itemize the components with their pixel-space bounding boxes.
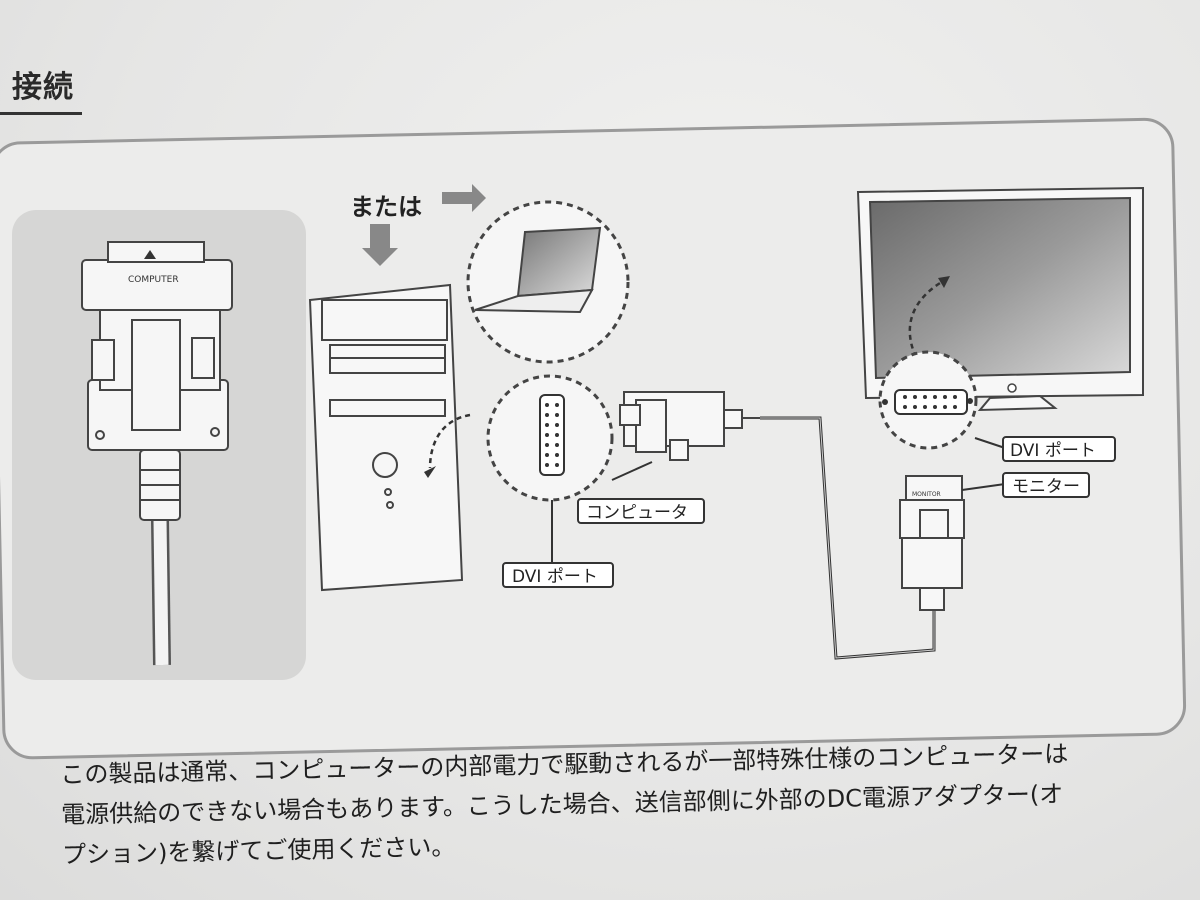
pc-dvi-port-closeup (486, 374, 614, 565)
connector-label-computer: COMPUTER (128, 275, 179, 285)
svg-text:モニター: モニター (1012, 477, 1080, 497)
label-computer: コンピュータ (577, 498, 705, 524)
label-dvi-port-monitor: DVI ポート (1002, 436, 1116, 462)
title-underline (0, 112, 82, 115)
desktop-pc-illustration (308, 283, 464, 592)
monitor-illustration (856, 186, 1144, 412)
label-dvi-port-pc: DVI ポート (502, 562, 614, 588)
connector-label-monitor: MONITOR (912, 491, 941, 498)
receiver-adapter (899, 475, 1006, 611)
monitor-dvi-port-closeup (878, 350, 1006, 450)
arrow-down-icon (362, 224, 398, 266)
arrow-right-icon (442, 184, 486, 212)
connector-closeup-panel: COMPUTER (12, 210, 306, 680)
or-label: または (350, 193, 422, 221)
label-monitor: モニター (1002, 472, 1090, 498)
note-paragraph: この製品は通常、コンピューターの内部電力で駆動されるが一部特殊仕様のコンピュータ… (60, 732, 1182, 875)
svg-text:DVI ポート: DVI ポート (512, 567, 598, 587)
laptop-illustration (466, 200, 630, 364)
arrow-icon (424, 466, 436, 478)
svg-text:コンピュータ: コンピュータ (586, 503, 688, 523)
triangle-icon (144, 250, 156, 259)
transmitter-adapter (619, 391, 760, 461)
section-title: 接続 (12, 70, 74, 105)
svg-text:DVI ポート: DVI ポート (1010, 441, 1096, 461)
arrow-icon (938, 276, 950, 288)
